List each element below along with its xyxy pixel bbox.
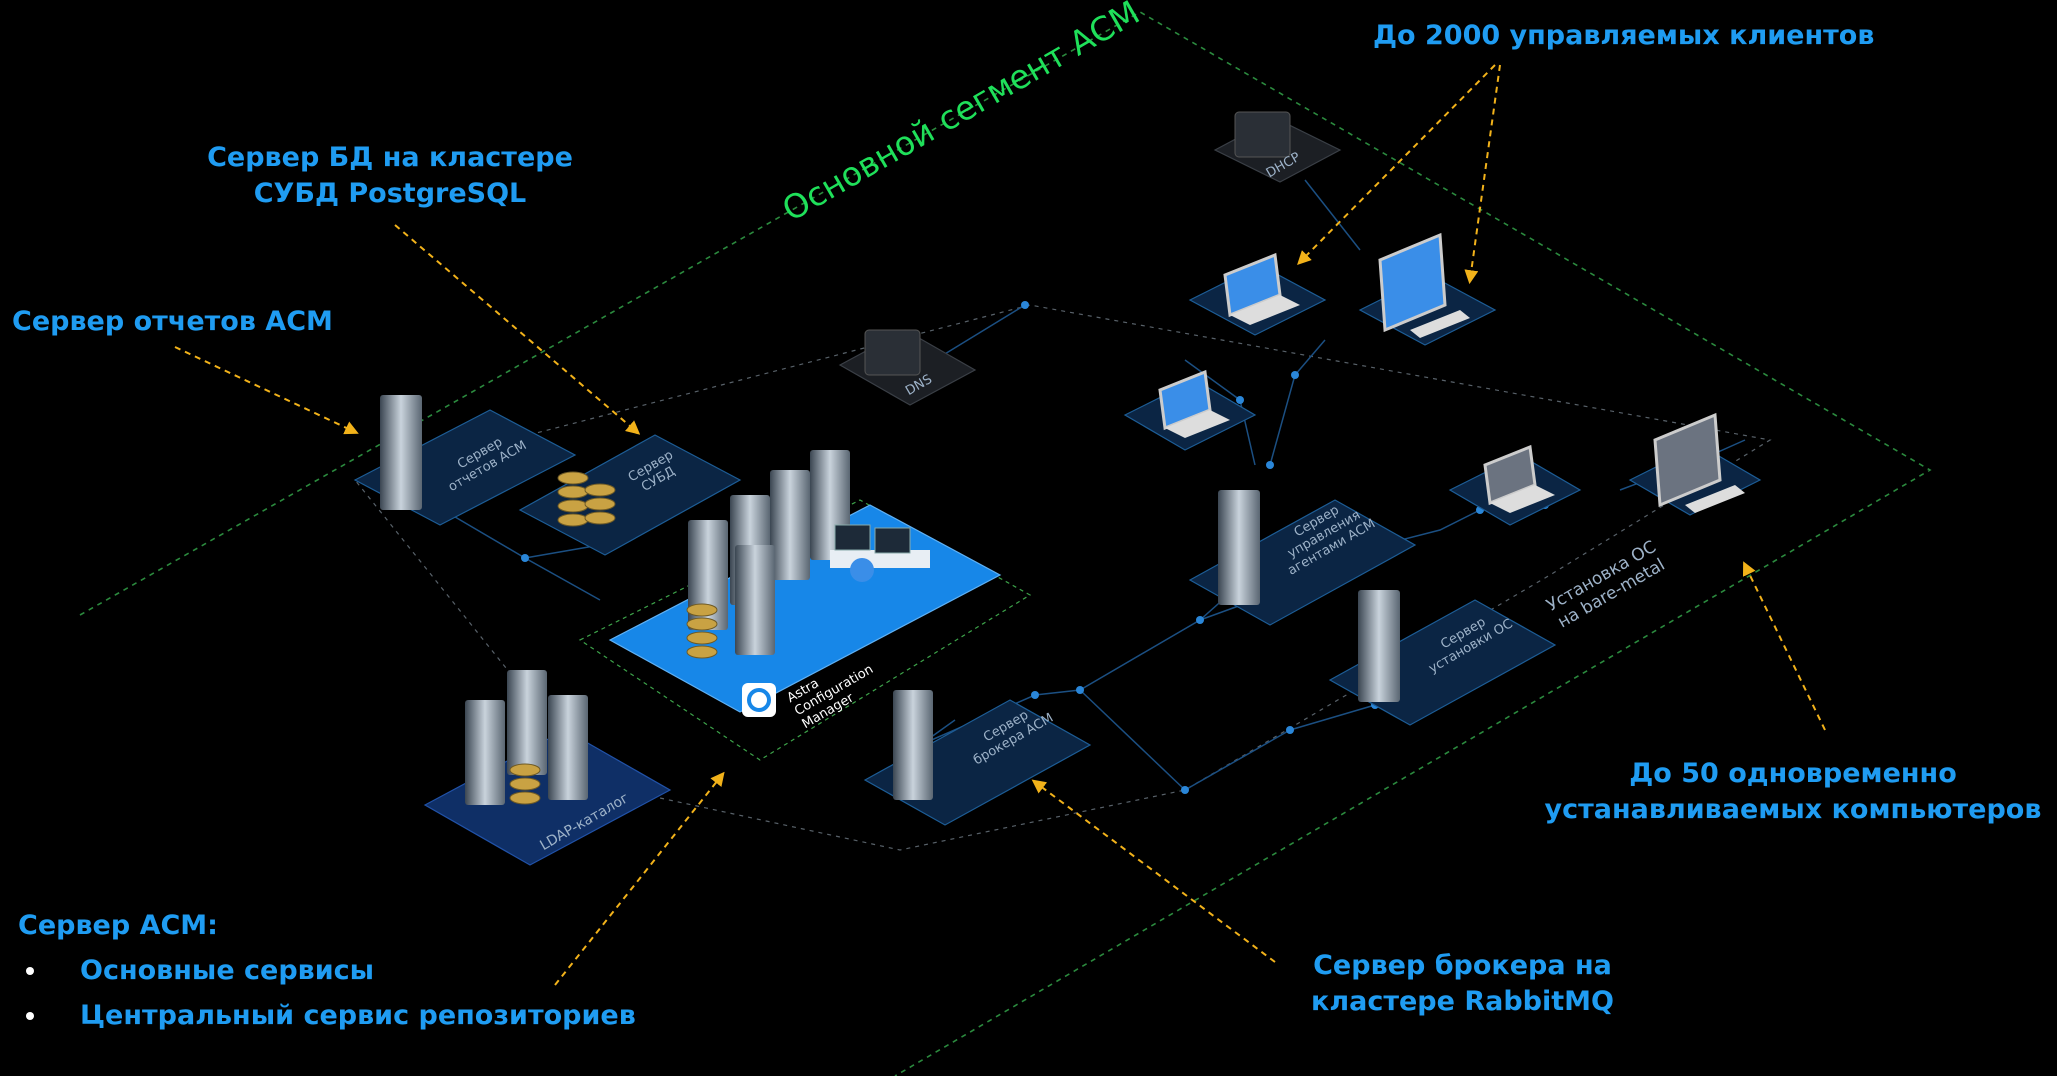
rack-agents <box>1218 490 1260 605</box>
callout-db-server: Сервер БД на кластере СУБД PostgreSQL <box>207 142 573 209</box>
acm-server-heading: Сервер АСМ: <box>18 910 218 941</box>
arrow-reports <box>174 346 359 435</box>
arrow-clients-2 <box>1464 64 1501 285</box>
desktop-2 <box>1653 412 1745 513</box>
callout-concurrent-installs: До 50 одновременно устанавливаемых компь… <box>1544 758 2042 825</box>
arrow-clients-1 <box>1297 64 1496 265</box>
acm-server-callout: Сервер АСМ: Основные сервисы Центральный… <box>18 910 636 1045</box>
desktop-1 <box>1378 232 1470 338</box>
acm-logo <box>742 683 776 717</box>
segment-boundary <box>79 11 1932 1076</box>
acm-server-item-label: Основные сервисы <box>80 955 375 986</box>
acm-server-item: Центральный сервис репозиториев <box>18 1000 636 1031</box>
rack-acm-1 <box>688 520 728 630</box>
arrow-acm-server <box>554 771 725 986</box>
callout-reports-server: Сервер отчетов АСМ <box>12 306 333 337</box>
db-stack-ldap <box>509 763 541 805</box>
server-racks <box>380 395 1400 805</box>
arrow-db <box>394 224 641 435</box>
db-stack-acm <box>686 603 718 659</box>
callout-clients: До 2000 управляемых клиентов <box>1373 20 1875 51</box>
arrow-concurrent <box>1742 561 1826 731</box>
laptop-3 <box>1483 444 1555 513</box>
callout-broker-server: Сервер брокера на кластере RabbitMQ <box>1311 950 1614 1017</box>
bullet-dot <box>26 967 34 975</box>
laptop-2 <box>1158 369 1230 438</box>
operator-workstation <box>830 524 930 582</box>
client-devices <box>1158 232 1745 513</box>
rack-ldap-2 <box>507 670 547 775</box>
callout-arrows <box>174 64 1826 986</box>
network-nodes <box>446 301 1704 794</box>
laptop-1 <box>1223 252 1300 325</box>
dhcp-box <box>1234 111 1291 158</box>
rack-broker <box>893 690 933 800</box>
acm-server-item-label: Центральный сервис репозиториев <box>80 1000 636 1031</box>
rack-os-install <box>1358 590 1400 702</box>
bullet-dot <box>26 1012 34 1020</box>
rack-acm-5 <box>735 545 775 655</box>
rack-acm-3 <box>770 470 810 580</box>
acm-server-item: Основные сервисы <box>18 955 636 986</box>
rack-reports <box>380 395 422 510</box>
arrow-broker <box>1031 779 1276 963</box>
rack-ldap-3 <box>548 695 588 800</box>
dns-box <box>864 329 921 376</box>
database-stacks <box>509 471 718 805</box>
db-stack-dbms <box>557 471 616 527</box>
rack-ldap-1 <box>465 700 505 805</box>
